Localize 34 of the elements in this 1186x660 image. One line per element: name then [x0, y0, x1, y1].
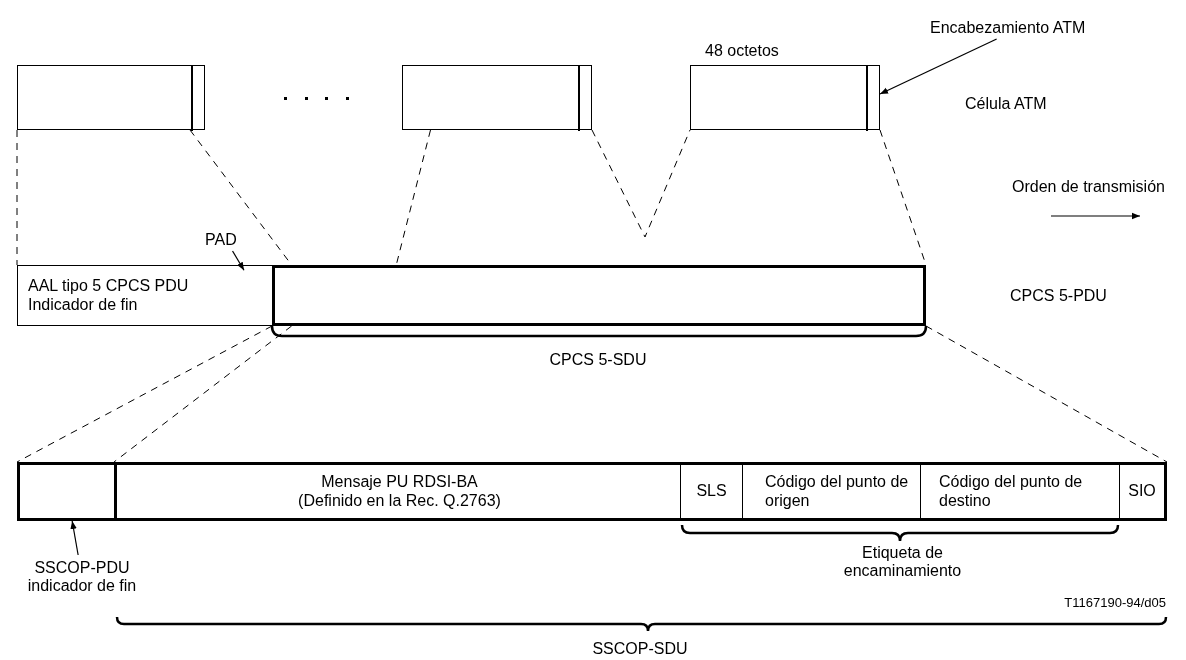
cell-box [17, 65, 205, 130]
label-text: SSCOP-SDU [591, 640, 689, 659]
label-text: 48 octetos [705, 42, 780, 61]
label-text: CPCS 5-PDU [1010, 287, 1108, 306]
field-text: (Definido en la Rec. Q.2763) [298, 491, 501, 510]
field-box: Código del punto de origen [742, 462, 920, 521]
sdu-box [272, 265, 926, 326]
projection-line [16, 325, 273, 463]
callout-text: Encabezamiento ATM [930, 17, 1110, 39]
field-box: Código del punto de destino [920, 462, 1120, 521]
label-text: CPCS 5-SDU [548, 351, 648, 370]
cell-box [690, 65, 880, 130]
field-box [17, 462, 117, 521]
pad-box [244, 265, 274, 326]
trailer-box: AAL tipo 5 CPCS PDU Indicador de fin [17, 265, 246, 326]
label-text: Célula ATM [965, 95, 1048, 114]
leader-line [231, 250, 245, 271]
field-box: SLS [680, 462, 742, 521]
projection-line [395, 129, 431, 266]
leader-line [879, 38, 998, 95]
field-box: SIO [1119, 462, 1167, 521]
projection-line [591, 129, 691, 238]
projection-line [925, 325, 1168, 463]
projection-line [16, 129, 18, 266]
callout-text: PAD [205, 229, 247, 251]
label-text: T1167190-94/d05 [1063, 596, 1166, 611]
cell-box [402, 65, 592, 130]
label-text: Orden de transmisión [1012, 178, 1166, 197]
leader-line [70, 520, 79, 556]
callout-text: SSCOP-PDU indicador de fin [8, 555, 156, 599]
projection-line [113, 325, 293, 463]
label-text: Etiqueta de encaminamiento [842, 544, 963, 581]
field-box [114, 462, 682, 521]
field-text: Mensaje PU RDSI-BA [321, 473, 478, 492]
